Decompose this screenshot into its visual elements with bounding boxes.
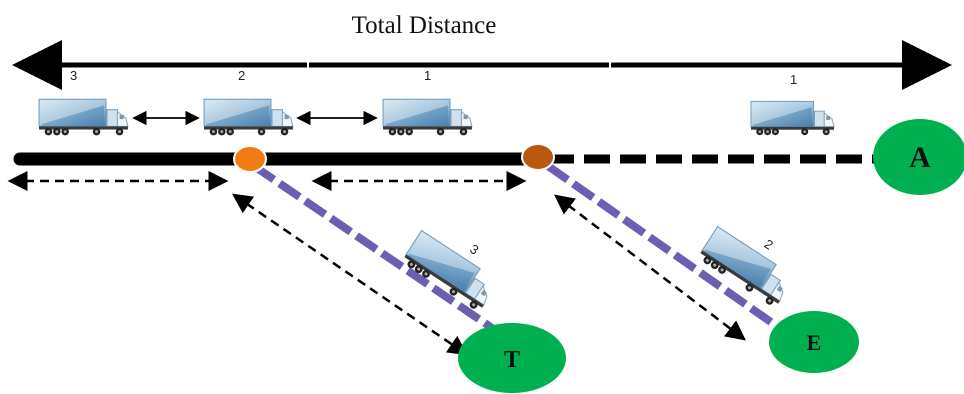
- truck-branch-e: 2: [696, 226, 796, 310]
- truck-number: 2: [238, 68, 245, 83]
- node-t-circle: [458, 323, 566, 393]
- branch-road-t: [251, 162, 495, 332]
- node-a-circle: [873, 119, 964, 195]
- truck-branch-t: 3: [400, 230, 500, 314]
- junction-right: [521, 143, 555, 171]
- node-a: A: [873, 119, 964, 195]
- truck-main-3: 3: [38, 68, 129, 136]
- junction-left: [233, 145, 267, 173]
- node-e: E: [769, 311, 859, 373]
- diagram-title: Total Distance: [352, 12, 497, 39]
- node-e-label: E: [807, 330, 822, 355]
- truck-number: 1: [790, 72, 797, 87]
- truck-route-a: 1: [750, 72, 835, 136]
- distance-arrow-e: [554, 194, 746, 341]
- truck-main-1: 1: [382, 68, 473, 136]
- truck-number: 2: [762, 236, 776, 253]
- node-a-label: A: [909, 141, 931, 174]
- distance-arrow-t: [231, 193, 469, 356]
- truck-main-2: 2: [203, 68, 294, 136]
- node-e-circle: [769, 311, 859, 373]
- truck-number: 3: [467, 241, 481, 258]
- total-distance-arrow: [12, 40, 952, 90]
- node-t-label: T: [504, 347, 520, 373]
- node-t: T: [458, 323, 566, 393]
- truck-number: 3: [70, 68, 77, 83]
- truck-number: 1: [424, 68, 431, 83]
